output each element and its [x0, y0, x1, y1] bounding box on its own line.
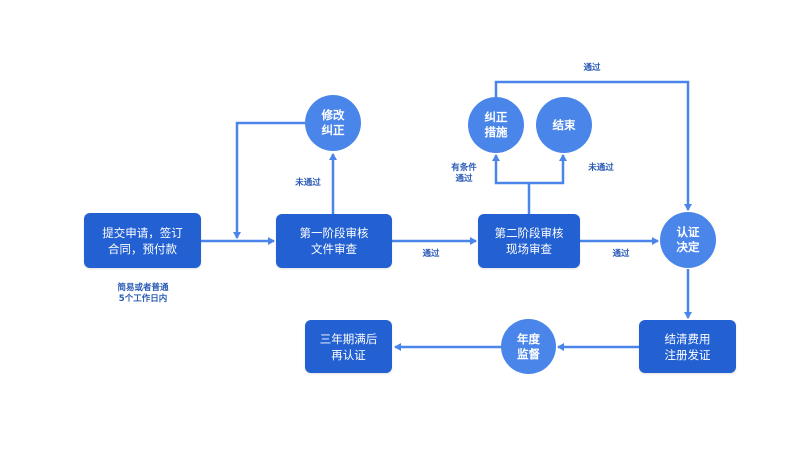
- node-settle-fees: 结清费用 注册发证: [639, 320, 736, 373]
- label-conditional-pass: 有条件 通过: [451, 163, 477, 184]
- node-end: 结束: [536, 97, 592, 153]
- node-certification-decision-text: 认证 决定: [676, 225, 700, 254]
- node-annual-surveillance-text: 年度 监督: [517, 331, 540, 361]
- label-stage1-fail: 未通过: [295, 178, 321, 188]
- label-stage1-pass: 通过: [422, 249, 440, 259]
- node-modify-correct: 修改 纠正: [305, 95, 361, 151]
- label-stage2-fail: 未通过: [588, 163, 614, 173]
- arrow-branch-to-end: [529, 154, 567, 185]
- node-submit-application: 提交申请，签订 合同，预付款: [84, 213, 201, 268]
- label-stage2-pass: 通过: [612, 249, 630, 259]
- node-end-text: 结束: [552, 117, 576, 132]
- node-certification-decision: 认证 决定: [660, 212, 716, 268]
- arrow-corrective-to-decision: [494, 80, 692, 211]
- node-modify-correct-text: 修改 纠正: [321, 108, 345, 137]
- node-settle-fees-text: 结清费用 注册发证: [664, 331, 711, 362]
- node-stage2-review: 第二阶段审核 现场审查: [478, 214, 580, 268]
- arrow-branch-to-corrective: [492, 154, 529, 185]
- node-recertification-text: 三年期满后 再认证: [319, 331, 378, 362]
- node-stage1-review: 第一阶段审核 文件审查: [276, 214, 392, 268]
- node-submit-application-text: 提交申请，签订 合同，预付款: [102, 225, 183, 256]
- node-corrective-action: 纠正 措施: [468, 97, 524, 153]
- label-submit-note: 简易或者普通 5个工作日内: [117, 283, 169, 304]
- node-annual-surveillance: 年度 监督: [501, 319, 556, 374]
- node-corrective-action-text: 纠正 措施: [484, 110, 508, 139]
- node-stage1-review-text: 第一阶段审核 文件审查: [299, 226, 369, 256]
- label-top-pass: 通过: [583, 63, 601, 73]
- arrow-modify-loop-back: [233, 121, 305, 239]
- node-recertification: 三年期满后 再认证: [305, 320, 392, 373]
- node-stage2-review-text: 第二阶段审核 现场审查: [494, 226, 564, 256]
